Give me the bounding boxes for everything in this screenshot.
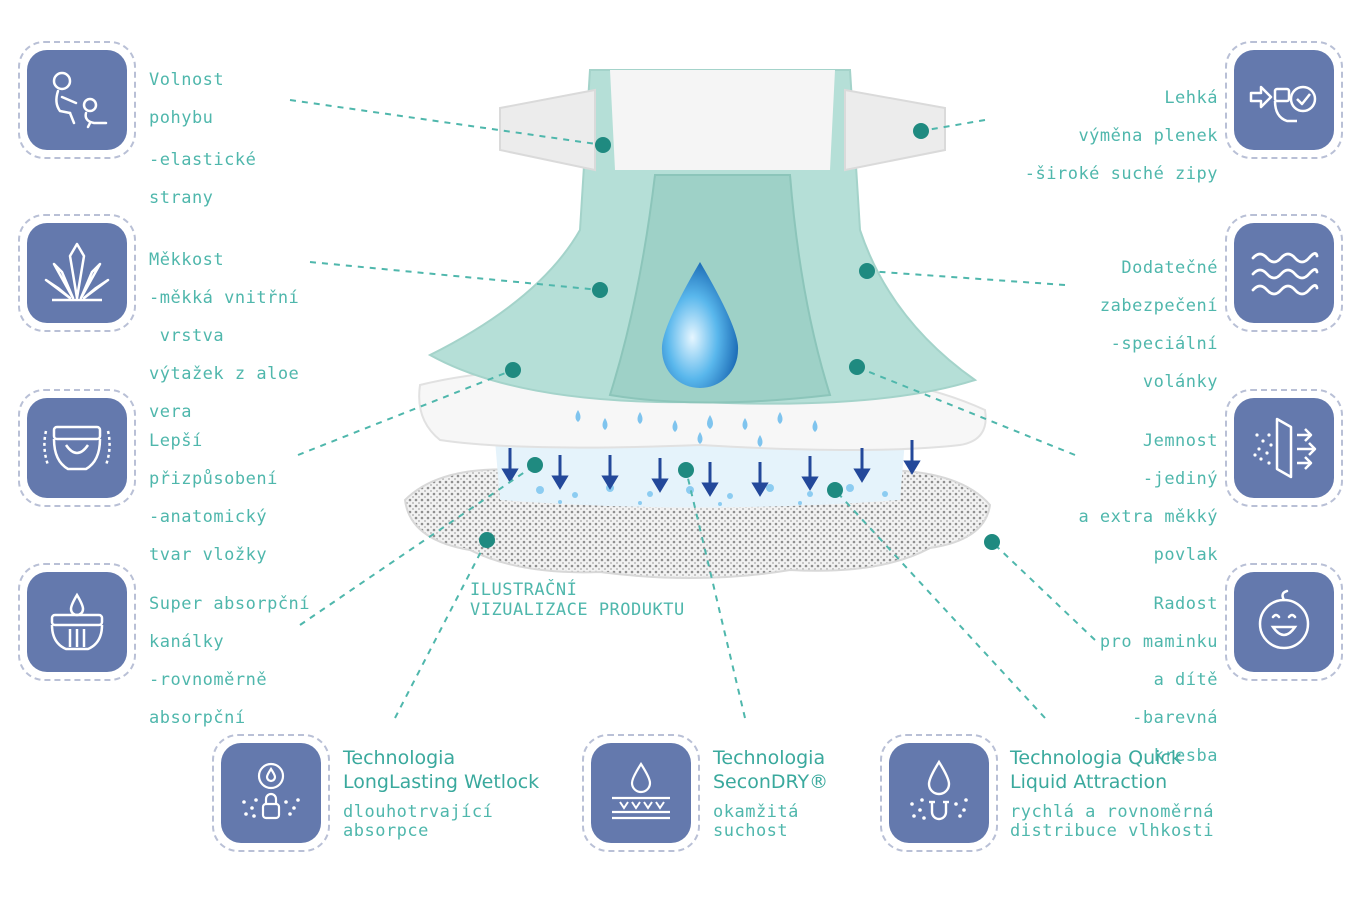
feature-line: -elastické [149,150,257,170]
feature-right-1-text: Lehká výměna plenek -široké suché zipy [1025,70,1218,203]
water-drop [661,262,739,388]
feature-line: a extra měkký [1078,507,1218,527]
distribution-layer [495,440,905,508]
secondry-icon [612,761,670,820]
feature-line: výměna plenek [1078,126,1218,146]
feature-line: -anatomický [149,507,268,527]
tech-desc-line: dlouhotrvající [343,802,494,822]
quick-change-icon [1249,85,1317,123]
feature-line: Radost [1153,594,1218,614]
illustration-note: ILUSTRAČNÍ VIZUALIZACE PRODUKTU [470,580,685,620]
feature-line: Lepší [149,431,203,451]
tech-desc-line: okamžitá [713,802,799,822]
feature-line: -měkká vnitřní [149,288,300,308]
note-line: VIZUALIZACE PRODUKTU [470,600,685,620]
feature-line: kresba [1153,746,1218,766]
feature-line: -jediný [1142,469,1218,489]
tech-title-line: Technologia [343,747,456,769]
tech-3-desc: rychlá a rovnoměrná distribuce vlhkosti [1010,803,1214,841]
feature-line: -barevná [1132,708,1218,728]
feature-line: kanálky [149,632,225,652]
tech-1-desc: dlouhotrvající absorpce [343,803,493,841]
feature-left-3-text: Lepší přizpůsobení -anatomický tvar vlož… [149,413,278,584]
feature-icon-right-4 [1225,563,1343,681]
tech-icon-2 [582,734,700,852]
note-line: ILUSTRAČNÍ [470,580,578,600]
happy-baby-icon [1258,589,1310,650]
feature-right-4-text: Radost pro maminku a dítě -barevná kresb… [1100,576,1218,785]
feature-line: přizpůsobení [149,469,278,489]
baby-crawling-icon [52,71,108,129]
feature-line: -rovnoměrně [149,670,268,690]
tech-title-line: Technologia [713,747,826,769]
left-tape [499,88,596,172]
feature-icon-left-2 [18,214,136,332]
feature-line: povlak [1153,545,1218,565]
center-panel [610,70,835,170]
feature-line: pro maminku [1099,632,1218,652]
feature-icon-left-3 [18,389,136,507]
tech-desc-line: absorpce [343,821,429,841]
feature-line: Super absorpční [149,594,311,614]
feature-line: zabezpečení [1099,296,1218,316]
right-tape [844,88,946,172]
tech-1-title: Technologia LongLasting Wetlock [343,746,539,794]
wetlock-icon [242,762,300,820]
feature-left-1-text: Volnost pohybu -elastické strany [149,52,256,227]
feature-right-3-text: Jemnost -jediný a extra měkký povlak [1078,413,1218,584]
feature-line: výtažek z aloe [149,364,300,384]
feature-line: Volnost [149,70,225,90]
tech-title-line: SeconDRY® [713,771,829,793]
feature-icon-left-1 [18,41,136,159]
feature-icon-right-2 [1225,214,1343,332]
feature-line: absorpční [149,708,246,728]
tech-desc-line: distribuce vlhkosti [1010,821,1214,841]
feature-line: Měkkost [149,250,225,270]
tech-title-line: Liquid Attraction [1010,771,1168,793]
absorb-channels-icon [50,592,104,651]
waves-icon [1251,252,1319,296]
feature-line: Dodatečné [1121,258,1218,278]
diaper-fit-icon [43,425,111,471]
soft-layer-icon [1253,417,1317,479]
tech-2-desc: okamžitá suchost [713,803,799,841]
feature-line: Jemnost [1142,431,1218,451]
feature-line: pohybu [149,108,214,128]
tech-title-line: LongLasting Wetlock [343,771,540,793]
feature-line: strany [149,188,214,208]
feature-line: tvar vložky [149,545,268,565]
tech-2-title: Technologia SeconDRY® [713,746,828,794]
feature-icon-left-4 [18,563,136,681]
feature-left-2-text: Měkkost -měkká vnitřní vrstva výtažek z … [149,232,299,441]
tech-3-title: Technologia Quick Liquid Attraction [1010,746,1182,794]
aloe-icon [44,242,110,302]
tech-desc-line: suchost [713,821,789,841]
feature-line: vrstva [149,326,225,346]
feature-line: Lehká [1164,88,1218,108]
feature-right-2-text: Dodatečné zabezpečení -speciální volánky [1100,240,1218,411]
feature-line: -široké suché zipy [1024,164,1218,184]
tech-icon-1 [212,734,330,852]
feature-icon-right-3 [1225,389,1343,507]
liquid-attraction-icon [910,759,968,821]
tech-desc-line: rychlá a rovnoměrná [1010,802,1214,822]
feature-line: -speciální [1110,334,1218,354]
feature-line: a dítě [1153,670,1218,690]
feature-icon-right-1 [1225,41,1343,159]
tech-title-line: Technologia Quick [1010,747,1182,769]
feature-line: volánky [1142,372,1218,392]
tech-icon-3 [880,734,998,852]
feature-left-4-text: Super absorpční kanálky -rovnoměrně abso… [149,576,310,747]
feature-line: vera [149,402,192,422]
